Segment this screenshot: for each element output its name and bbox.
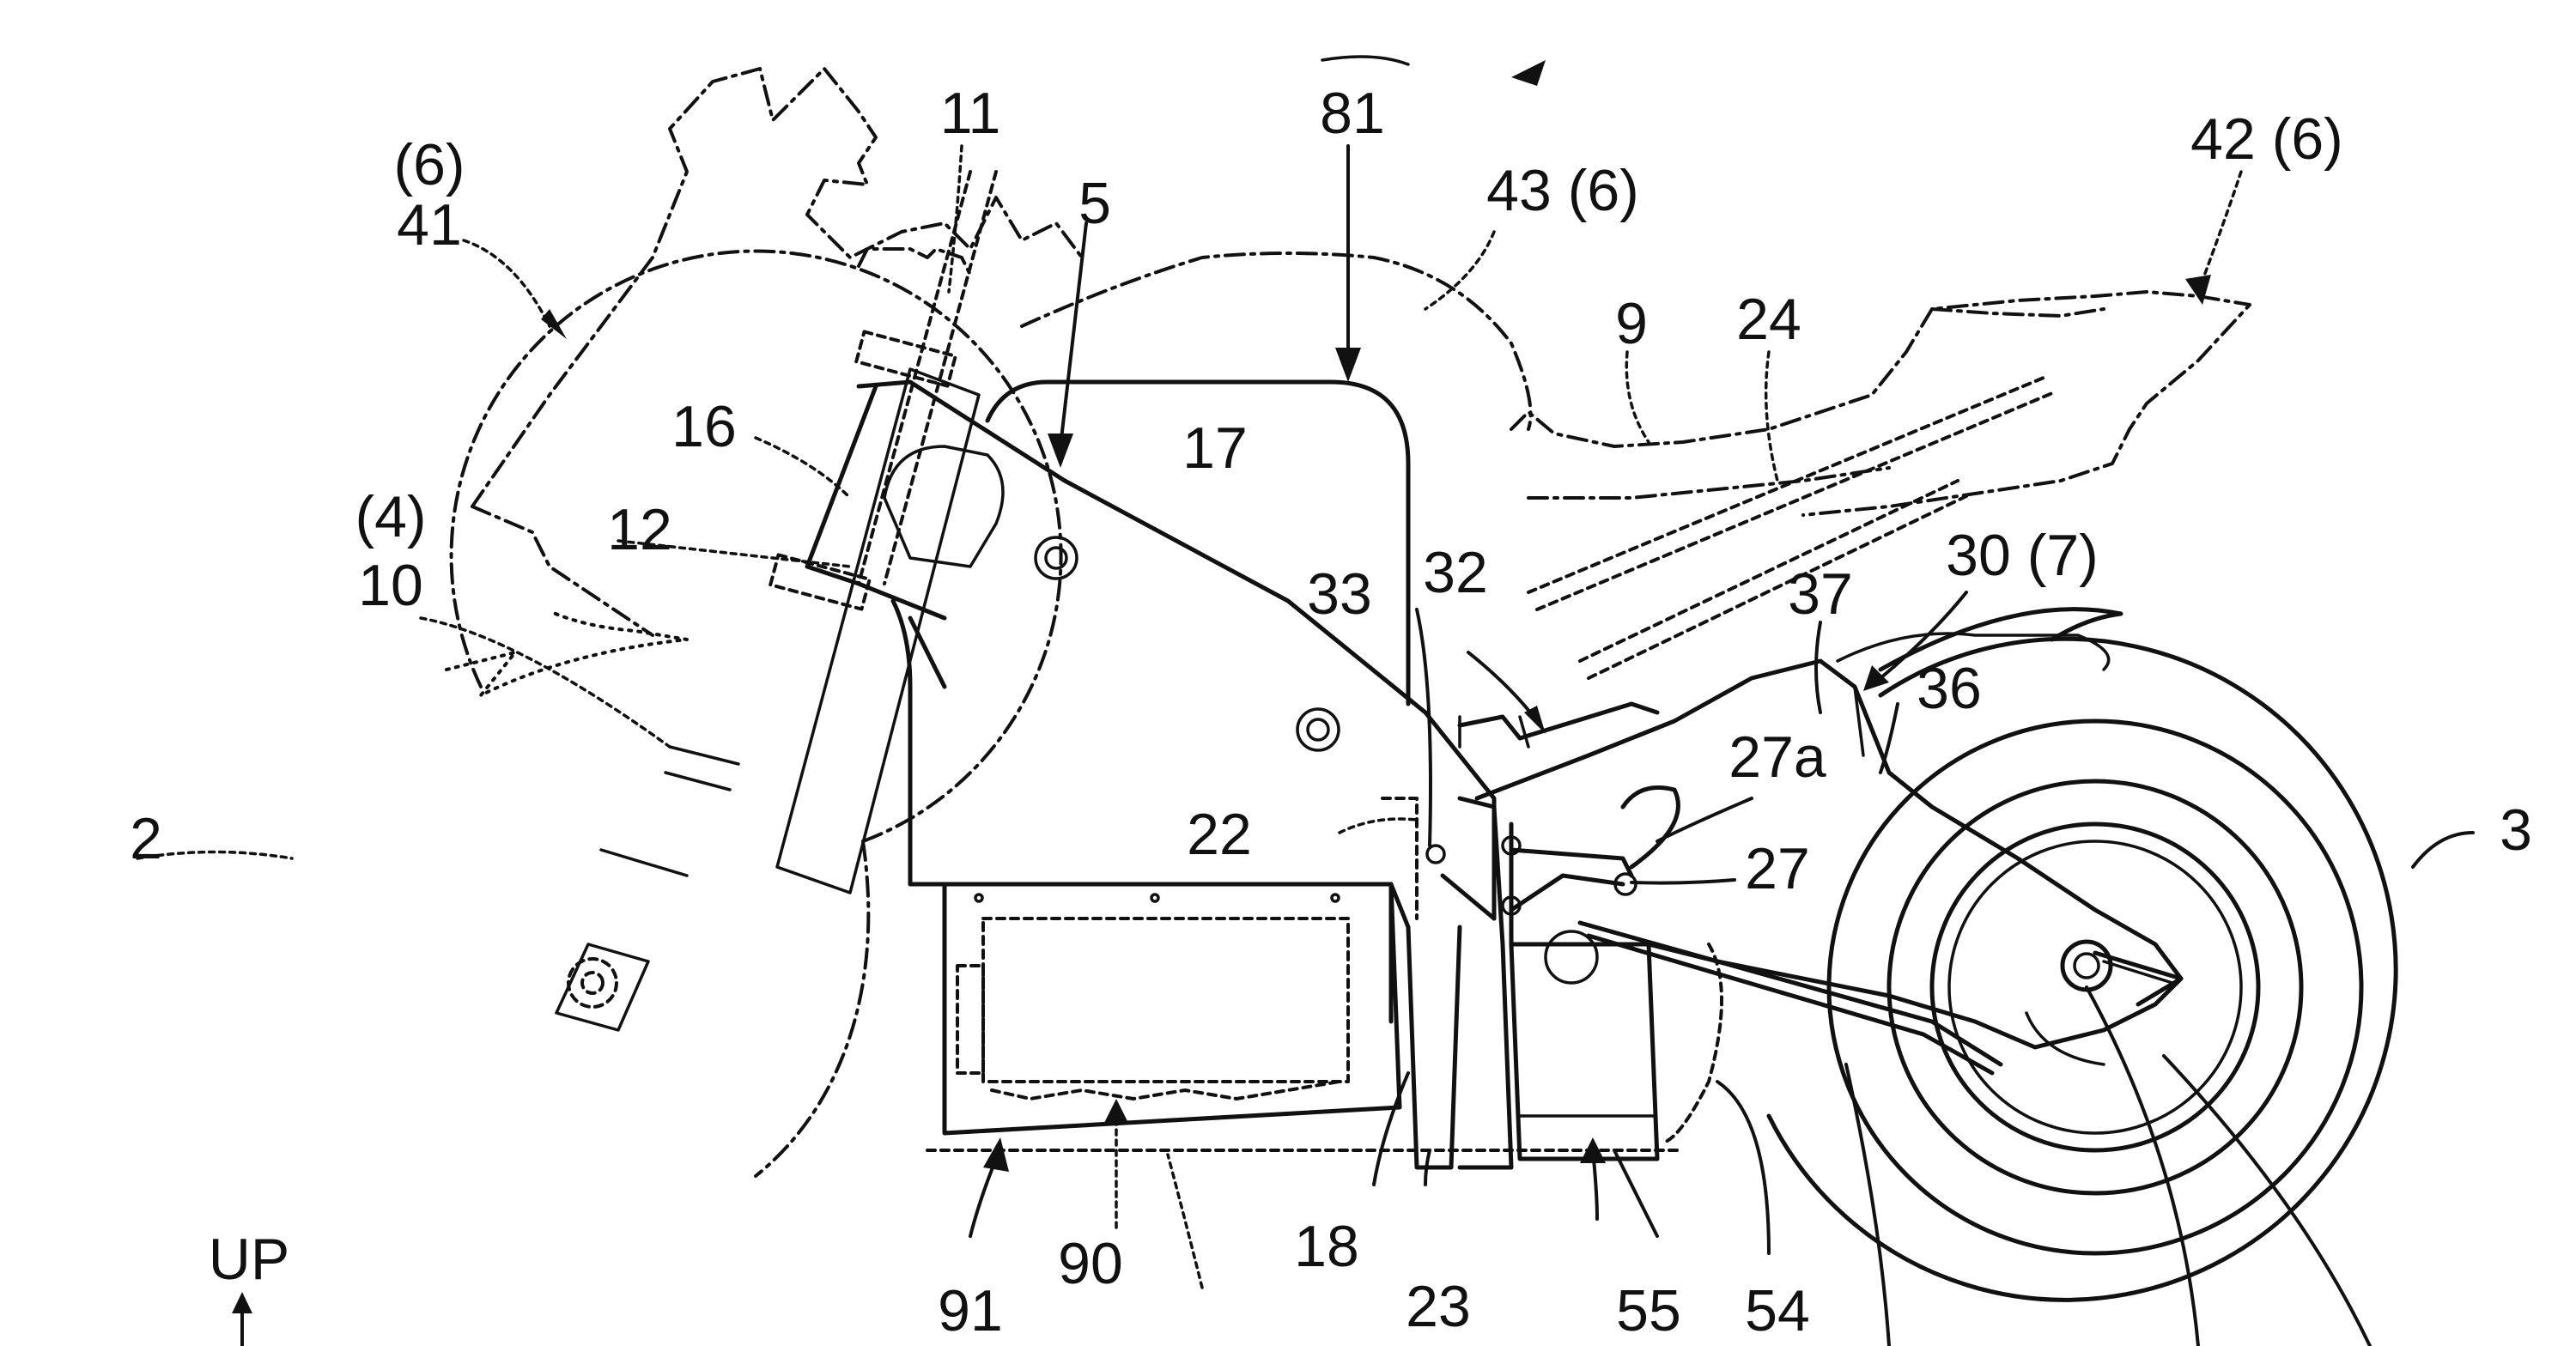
label-90: 90	[1058, 1231, 1123, 1296]
main-frame	[805, 379, 1497, 921]
battery-box	[926, 882, 1685, 1152]
rear-suspension	[1457, 701, 1680, 916]
leader-lines	[136, 144, 2475, 1346]
label-91: 91	[938, 1278, 1003, 1343]
label-30: 30 (7)	[1946, 523, 2099, 588]
label-2: 2	[130, 806, 162, 871]
label-81: 81	[1320, 81, 1385, 146]
label-3: 3	[2500, 797, 2532, 863]
drive-motor	[1509, 822, 1660, 1161]
label-54: 54	[1745, 1278, 1810, 1343]
label-16: 16	[671, 394, 737, 459]
label-33: 33	[1307, 561, 1372, 627]
label-43: 43 (6)	[1486, 158, 1639, 223]
front-fork	[555, 367, 981, 1032]
label-6a: (6)	[393, 132, 465, 197]
front-cowl	[471, 67, 1084, 637]
up-arrow	[232, 1292, 252, 1346]
label-36: 36	[1917, 656, 1982, 721]
label-17: 17	[1182, 415, 1248, 481]
rear-wheel	[1766, 607, 2398, 1302]
label-27: 27	[1745, 836, 1810, 901]
label-5: 5	[1078, 171, 1111, 236]
upper-fairing	[857, 247, 1533, 431]
label-4: (4)	[355, 484, 426, 549]
label-41: 41	[397, 192, 462, 258]
label-24: 24	[1736, 287, 1801, 352]
front-fender	[445, 609, 689, 697]
seat-tail	[1510, 290, 2251, 680]
label-23: 23	[1406, 1274, 1471, 1339]
label-12: 12	[607, 497, 672, 562]
label-27a: 27a	[1728, 725, 1826, 790]
label-18: 18	[1294, 1214, 1359, 1279]
label-22: 22	[1187, 802, 1252, 867]
front-wheel	[449, 249, 1063, 1178]
reference-labels: (6) 41 11 5 81 43 (6) 42 (6) 9 24 16 17 …	[130, 81, 2532, 1343]
label-42: 42 (6)	[2190, 106, 2343, 172]
label-9: 9	[1615, 291, 1648, 356]
pivot-plate	[1381, 796, 1514, 1170]
steering-stem	[769, 170, 998, 611]
label-11: 11	[940, 81, 1001, 146]
label-32: 32	[1423, 540, 1488, 605]
top-arrow	[1321, 55, 1546, 86]
label-37: 37	[1788, 561, 1853, 627]
label-10: 10	[358, 553, 423, 618]
battery-case	[985, 379, 1411, 706]
label-55: 55	[1616, 1278, 1681, 1343]
label-up: UP	[209, 1227, 289, 1292]
